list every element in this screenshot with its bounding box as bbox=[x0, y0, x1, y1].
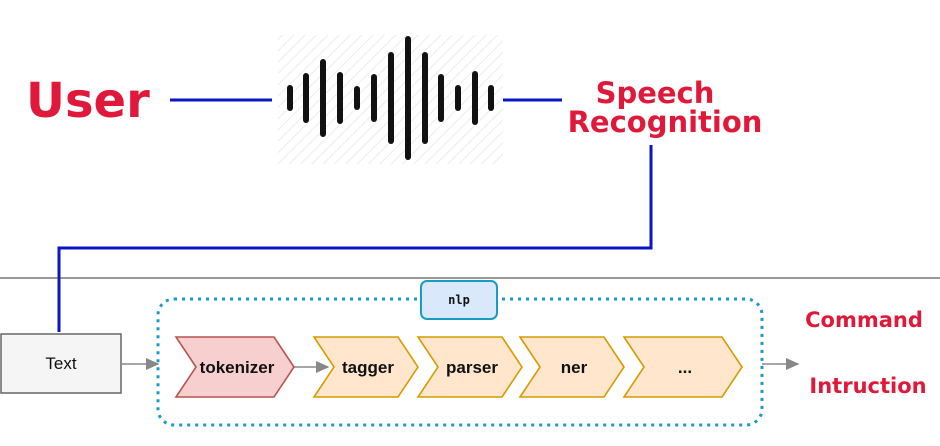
speech-to-text-connector bbox=[57, 145, 653, 332]
speech-label-line1: Speech bbox=[596, 76, 715, 110]
pipeline-stage-label: ... bbox=[678, 358, 692, 377]
pipeline-stage-parser bbox=[416, 336, 523, 398]
pipeline-stage-label: tokenizer bbox=[200, 358, 275, 377]
pipeline-stage-label: ner bbox=[561, 358, 588, 377]
instruction-label: Intruction bbox=[809, 374, 926, 398]
user-label: User bbox=[26, 73, 150, 129]
speech-label-line2: Recognition bbox=[568, 105, 763, 139]
nlp-badge-label: nlp bbox=[448, 293, 470, 307]
pipeline-stage-tokenizer bbox=[174, 336, 295, 398]
pipeline-stage-label: parser bbox=[446, 358, 498, 377]
text-node-label: Text bbox=[45, 354, 76, 373]
pipeline-stage-tagger bbox=[312, 336, 419, 398]
command-label: Command bbox=[805, 308, 923, 332]
pipeline-stage-label: tagger bbox=[342, 358, 394, 377]
waveform-icon bbox=[278, 35, 503, 164]
pipeline-stage-ner bbox=[518, 336, 625, 398]
text-node: Text bbox=[0, 333, 122, 394]
pipeline-stage-more bbox=[622, 336, 743, 398]
nlp-pipeline-container bbox=[156, 297, 764, 427]
nlp-badge: nlp bbox=[420, 280, 498, 320]
